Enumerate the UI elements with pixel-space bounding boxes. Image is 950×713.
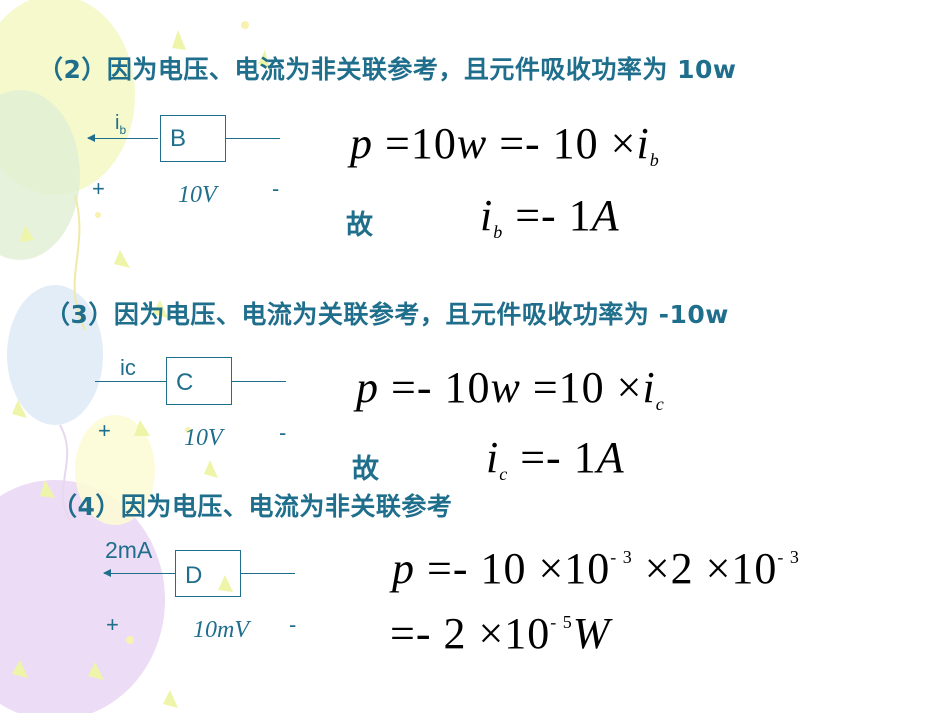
case3-voltage: 10V xyxy=(184,425,223,451)
case4-power-result: =- 2 ×10- 5W xyxy=(390,609,611,658)
case2-wire-right xyxy=(226,138,280,139)
case2-minus: - xyxy=(272,176,280,201)
case4-voltage: 10mV xyxy=(193,617,249,643)
case3-current-result: ic =- 1A xyxy=(486,433,625,484)
case4-plus: + xyxy=(106,612,119,637)
balloon-green xyxy=(0,90,80,260)
balloon-purple xyxy=(0,480,165,713)
element-d: D xyxy=(175,550,241,597)
case4-current-label: 2mA xyxy=(105,537,153,563)
case2-current-label: ib xyxy=(115,112,127,137)
case2-heading: （2）因为电压、电流为非关联参考，且元件吸收功率为 10w xyxy=(38,55,737,84)
case4-current-arrow xyxy=(103,569,176,577)
case3-power-equation: p =- 10w =10 ×ic xyxy=(356,363,665,414)
case3-wire-left xyxy=(95,381,167,382)
case4-heading: （4）因为电压、电流为非关联参考 xyxy=(52,492,453,521)
case4-wire-right xyxy=(241,573,295,574)
case3-heading: （3）因为电压、电流为关联参考，且元件吸收功率为 -10w xyxy=(45,300,729,329)
balloon-pale xyxy=(75,415,155,525)
case3-minus: - xyxy=(279,420,287,445)
case3-current-label: ic xyxy=(120,355,136,380)
confetti xyxy=(12,30,270,708)
case3-therefore: 故 xyxy=(352,454,379,485)
case2-therefore: 故 xyxy=(346,210,373,241)
case2-plus: + xyxy=(92,176,105,201)
case2-current-result: ib =- 1A xyxy=(480,191,620,242)
case4-power-equation: p =- 10 ×10- 3 ×2 ×10- 3 xyxy=(392,544,800,593)
balloon-blue xyxy=(7,285,103,425)
case2-voltage: 10V xyxy=(178,182,217,208)
case3-wire-right xyxy=(232,381,286,382)
case2-power-equation: p =10w =- 10 ×ib xyxy=(350,119,660,170)
case2-current-arrow xyxy=(87,134,158,142)
case3-plus: + xyxy=(98,418,111,443)
case4-minus: - xyxy=(289,612,297,637)
element-c: C xyxy=(166,357,232,405)
element-b: B xyxy=(160,115,226,162)
